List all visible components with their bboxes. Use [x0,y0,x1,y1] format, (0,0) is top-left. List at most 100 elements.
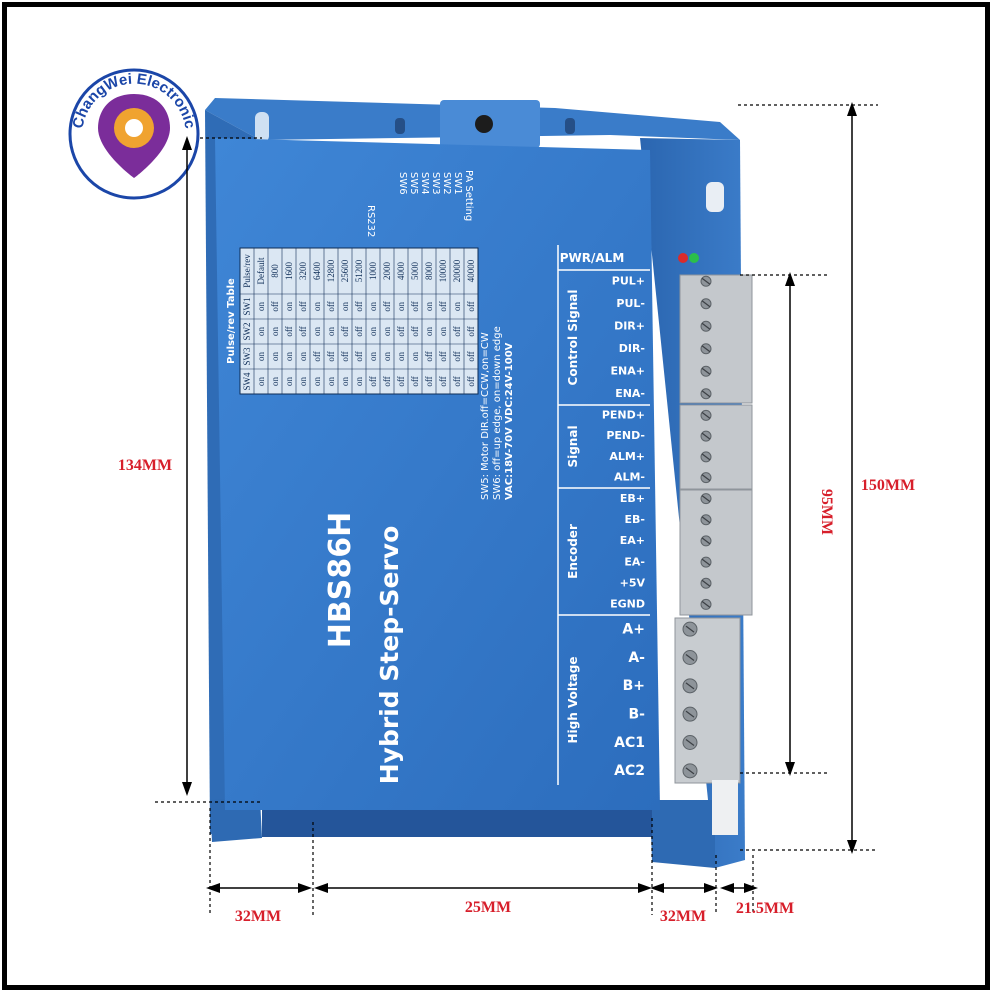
svg-text:SW6: off=up edge, on=down edge: SW6: off=up edge, on=down edge [492,326,503,500]
terminal-group-label: Encoder [566,524,580,579]
terminal-pin-label: EB+ [620,492,645,505]
svg-text:on: on [382,327,392,337]
terminal-screw-slot [701,516,711,524]
svg-text:SW4: SW4 [242,372,252,391]
table-cell: off [466,376,476,386]
svg-text:off: off [438,376,448,386]
svg-text:on: on [256,327,266,337]
switch-label: SW1 [452,172,463,195]
table-cell: on [326,377,336,387]
terminal-screw-slot [701,432,711,440]
switch-label: SW6 [397,172,408,195]
table-cell: off [466,301,476,311]
table-cell: 4000 [396,262,406,281]
terminal-screw-slot [685,767,695,775]
svg-text:SW1: SW1 [452,172,463,195]
svg-text:off: off [466,376,476,386]
sticker [712,780,738,835]
svg-text:800: 800 [270,264,280,278]
dim-134mm: 134MM [118,457,172,474]
table-cell: on [270,327,280,337]
table-cell: off [368,376,378,386]
svg-text:off: off [312,351,322,361]
table-header: SW3 [242,347,252,366]
terminal-blocks [674,274,753,835]
table-cell: off [284,326,294,336]
table-cell: on [382,327,392,337]
svg-text:off: off [326,301,336,311]
table-cell: on [256,302,266,312]
table-cell: 40000 [466,259,476,282]
spec-note: SW5: Motor DIR.off=CCW,on=CW [480,332,491,500]
terminal-pin-label: EA+ [620,534,645,547]
svg-text:off: off [284,326,294,336]
table-cell: 25600 [340,259,350,282]
svg-text:off: off [298,326,308,336]
terminal-pin-label: DIR+ [614,320,645,333]
svg-text:off: off [410,376,420,386]
dim-21-5mm: 21.5MM [736,900,794,917]
terminal-pin-label: EB- [625,513,645,526]
svg-text:on: on [298,352,308,362]
dim-150mm: 150MM [861,477,915,494]
terminal-screw-slot [685,654,695,661]
svg-text:on: on [270,352,280,362]
red-led-icon [678,253,688,263]
table-cell: off [410,326,420,336]
dimension-guides [155,104,878,915]
table-cell: 3200 [298,262,308,281]
table-cell: off [438,351,448,361]
svg-text:on: on [382,352,392,362]
table-cell: off [340,351,350,361]
svg-text:25600: 25600 [340,259,350,282]
svg-text:on: on [270,327,280,337]
table-cell: on [368,352,378,362]
svg-text:Encoder: Encoder [566,524,580,579]
switch-label: SW4 [419,172,430,195]
svg-text:51200: 51200 [354,259,364,282]
table-cell: 5000 [410,262,420,281]
terminal-screw-slot [685,739,695,746]
svg-text:off: off [466,351,476,361]
pa-setting-label: PA Setting [463,170,474,221]
terminal-group-label: Signal [566,425,580,467]
image-border [2,2,990,990]
svg-text:on: on [284,377,294,387]
brand-logo: ChangWei Electronic [68,68,200,200]
terminal-screw-slot [701,300,711,308]
spec-note: VAC:18V-70V VDC:24V-100V [504,342,515,500]
svg-text:High Voltage: High Voltage [566,656,580,743]
svg-text:on: on [284,302,294,312]
svg-text:8000: 8000 [424,262,434,281]
dim-32mm-right: 32MM [660,908,706,925]
svg-text:10000: 10000 [438,259,448,282]
svg-text:Pulse/rev Table: Pulse/rev Table [226,278,237,364]
svg-text:on: on [312,377,322,387]
table-cell: off [452,351,462,361]
dimension-arrows [182,102,857,893]
table-cell: on [284,352,294,362]
svg-text:1600: 1600 [284,262,294,281]
svg-text:off: off [382,301,392,311]
table-title: Pulse/rev Table [226,278,237,364]
table-cell: off [382,301,392,311]
svg-text:PA Setting: PA Setting [463,170,474,221]
table-cell: off [326,301,336,311]
table-header: SW1 [242,298,252,316]
table-cell: on [298,352,308,362]
svg-text:on: on [298,377,308,387]
svg-text:Default: Default [256,257,266,284]
svg-text:Pulse/rev: Pulse/rev [242,254,252,288]
svg-text:off: off [452,326,462,336]
table-cell: 51200 [354,259,364,282]
svg-text:3200: 3200 [298,262,308,281]
table-cell: off [354,326,364,336]
svg-text:on: on [410,352,420,362]
svg-text:SW3: SW3 [242,347,252,366]
terminal-labels: Control SignalPUL+PUL-DIR+DIR-ENA+ENA-Si… [566,275,645,779]
svg-text:VAC:18V-70V VDC:24V-100V: VAC:18V-70V VDC:24V-100V [504,342,515,500]
svg-text:off: off [438,351,448,361]
dim-32mm-left: 32MM [235,908,281,925]
svg-text:off: off [466,301,476,311]
svg-text:on: on [340,377,350,387]
